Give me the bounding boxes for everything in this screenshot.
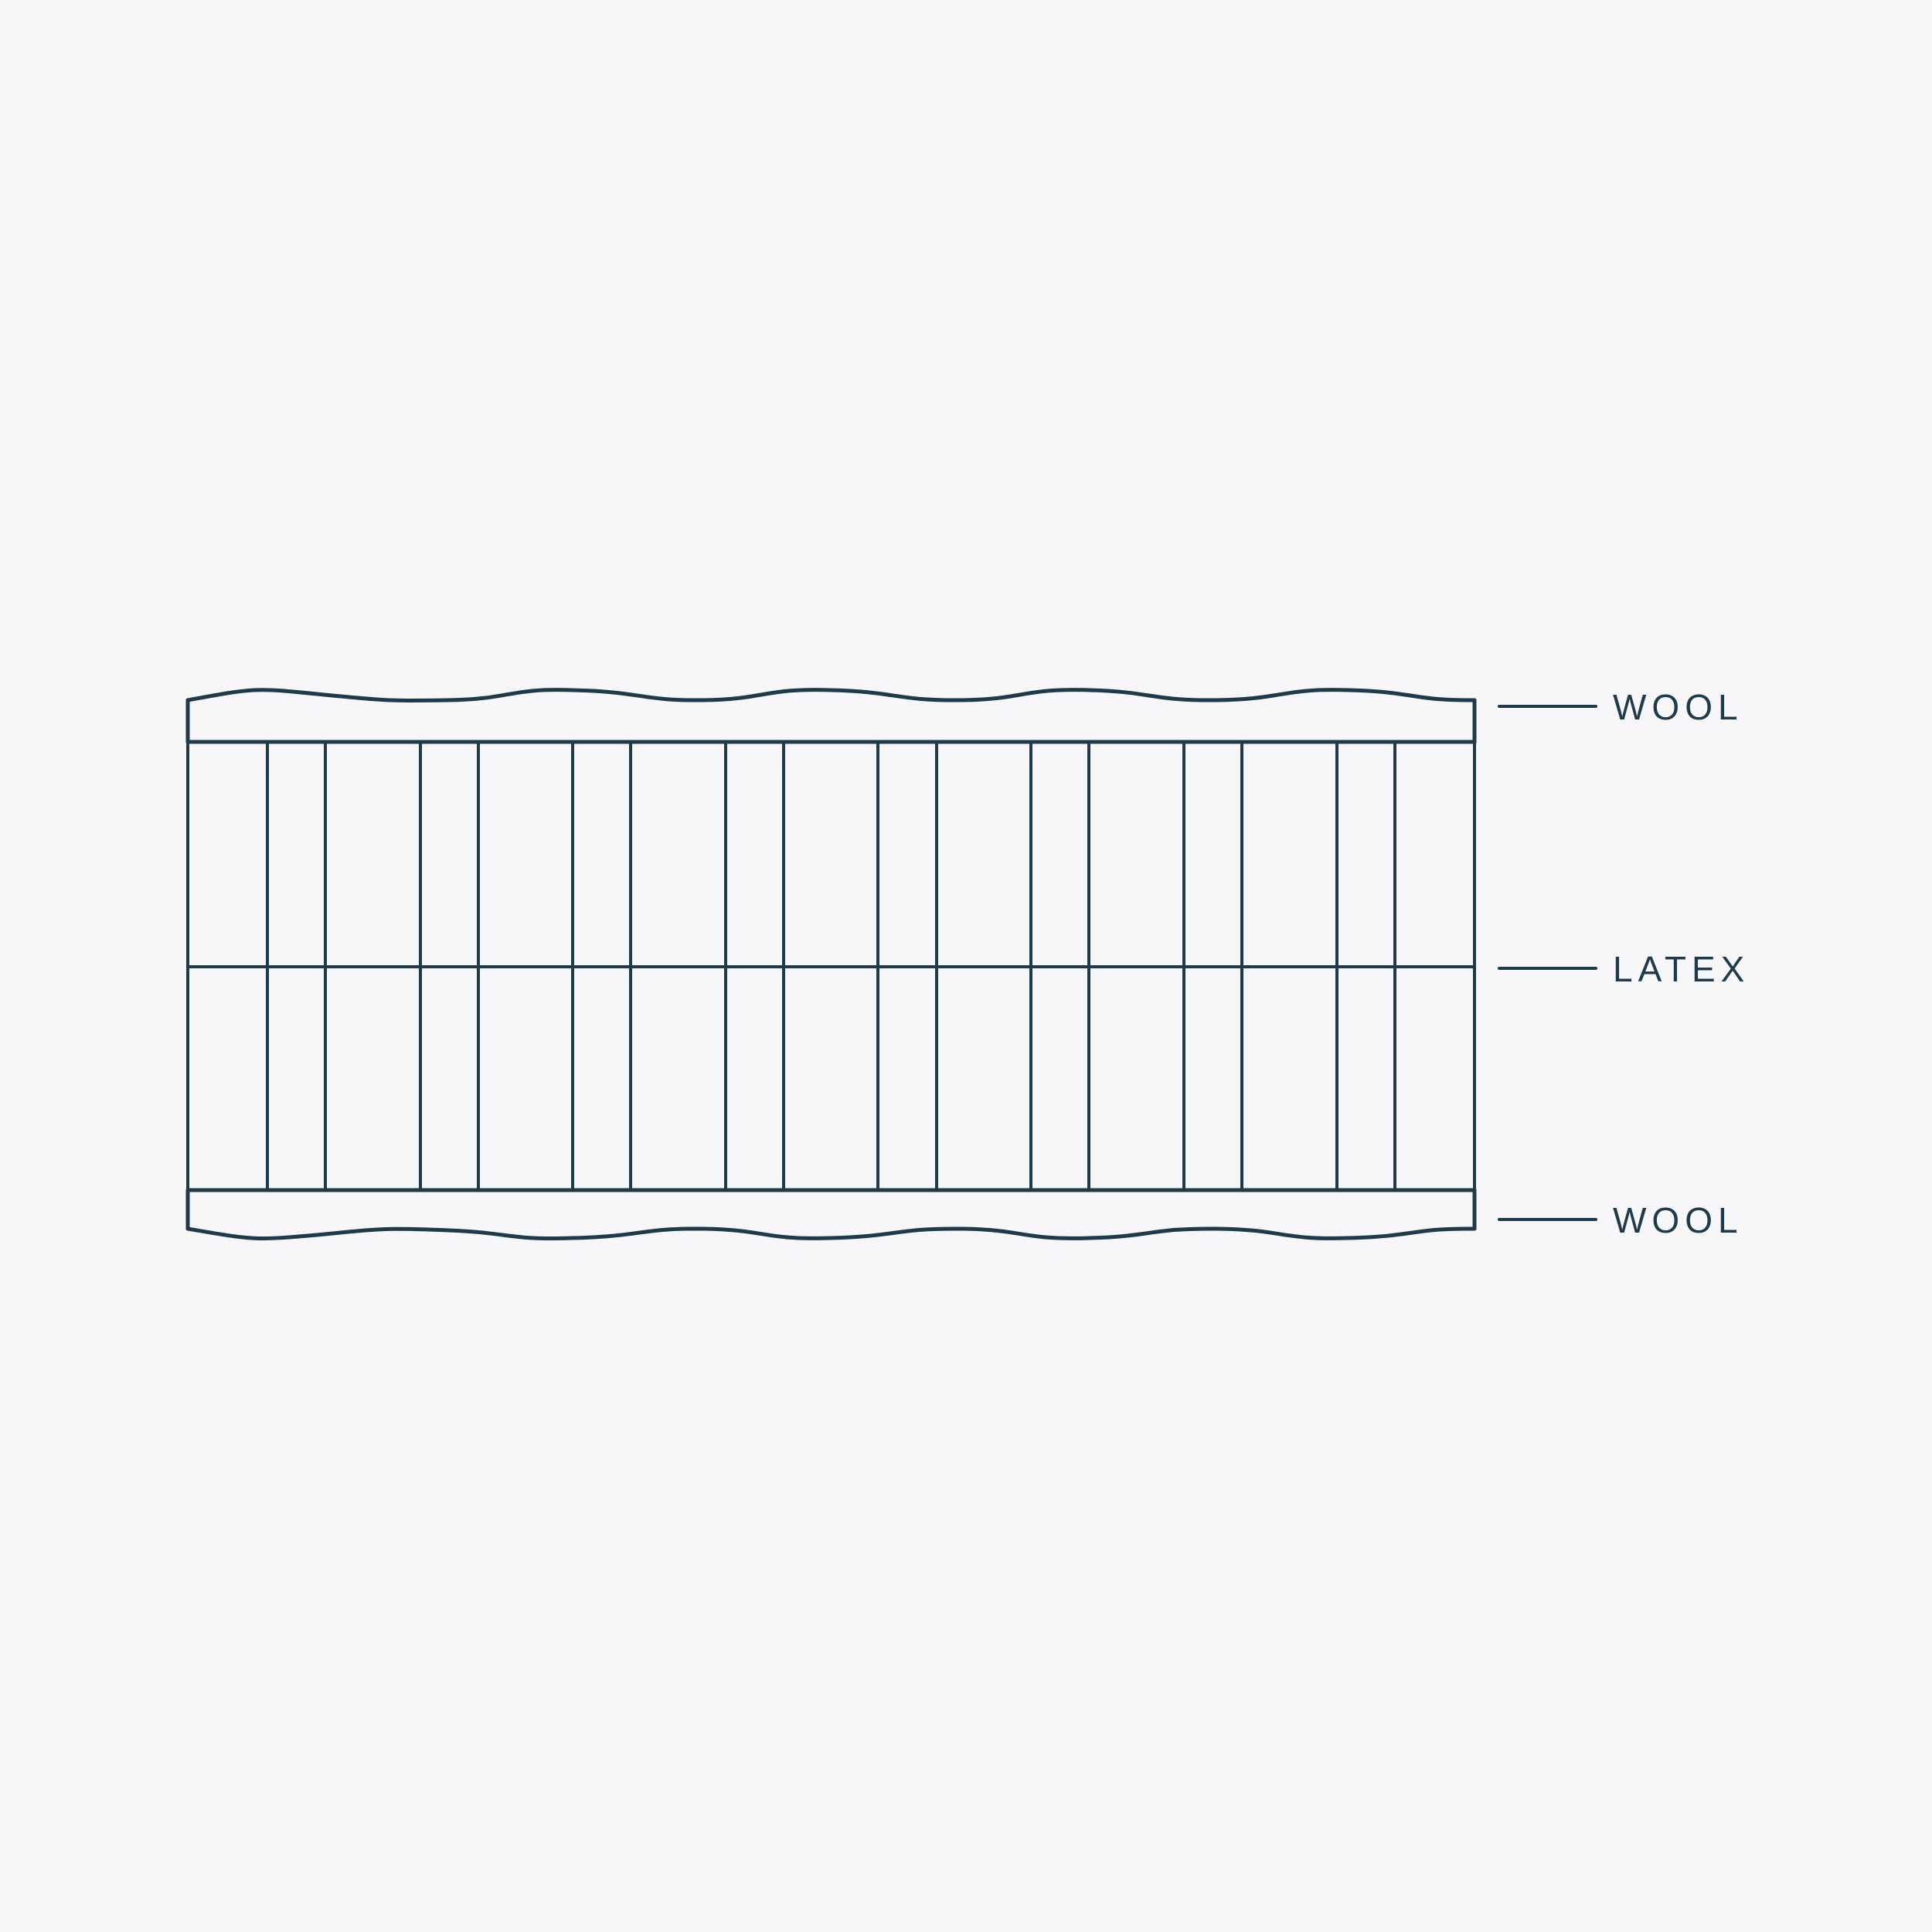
mattress-cross-section <box>185 688 1477 1241</box>
top-wool-wavy-edge <box>185 688 1477 702</box>
bottom-wool-wavy-edge <box>185 1226 1477 1241</box>
bottom-wool-label: WOOL <box>1613 1200 1743 1240</box>
latex-label: LATEX <box>1613 949 1750 989</box>
latex-dividers <box>266 740 1396 1192</box>
top-wool-label: WOOL <box>1613 687 1743 727</box>
